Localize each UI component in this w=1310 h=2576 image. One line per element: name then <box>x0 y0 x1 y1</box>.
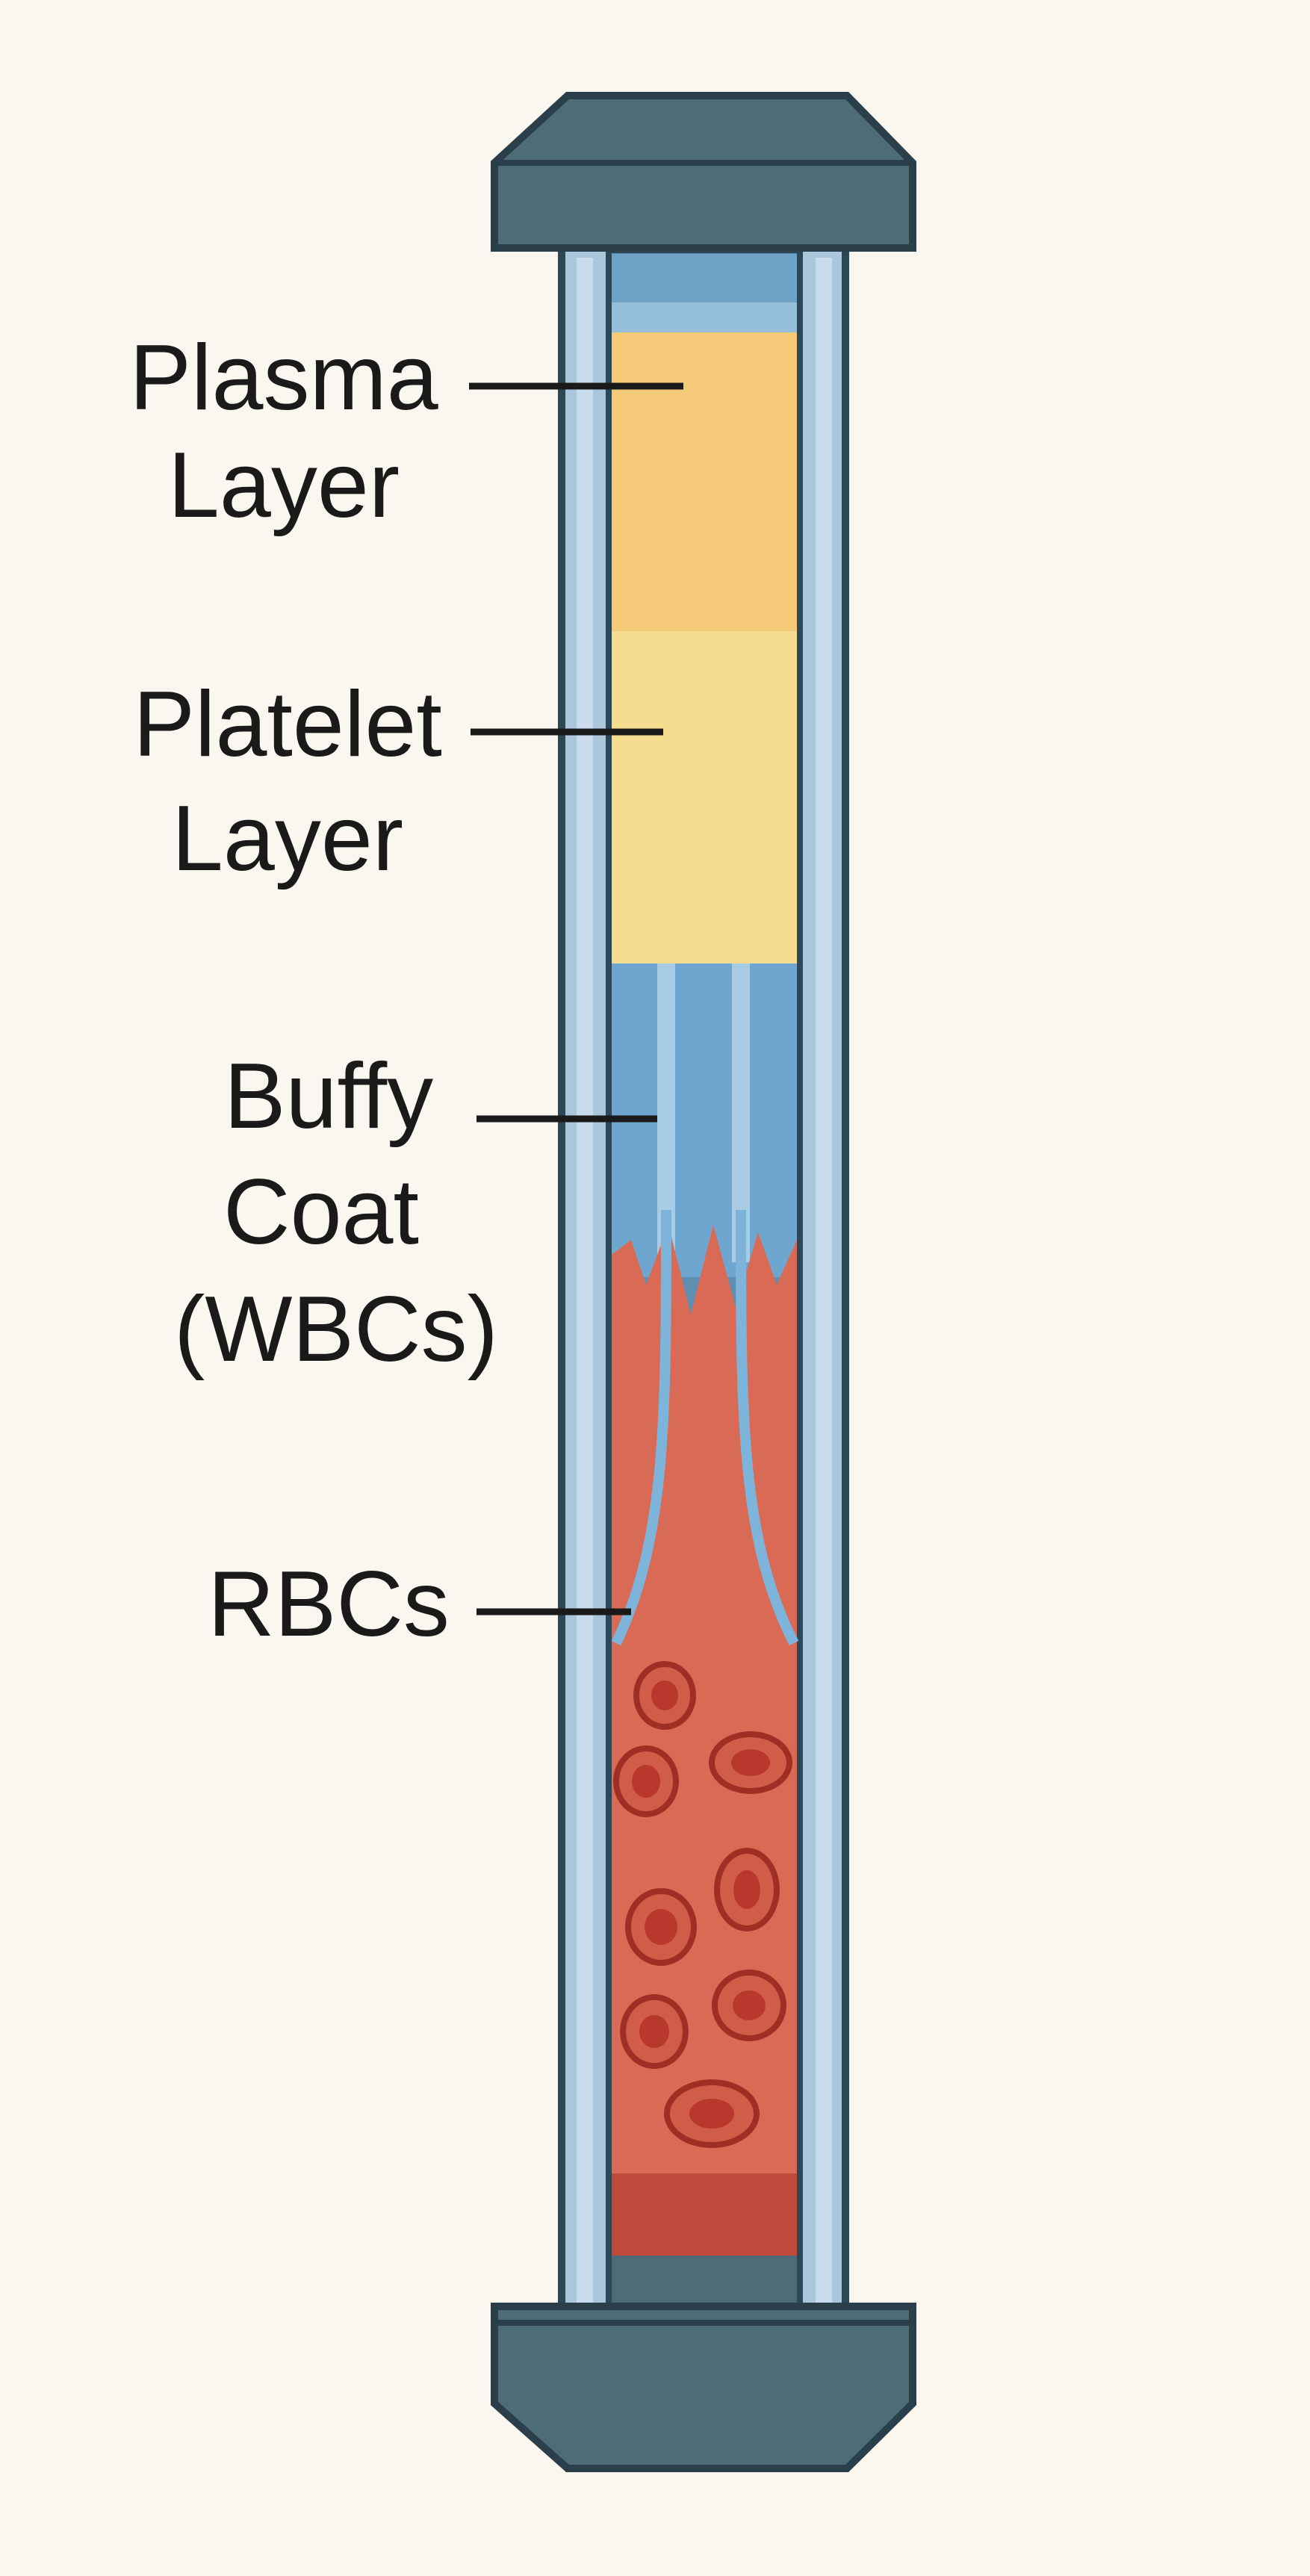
tube-headspace-meniscus <box>612 302 797 332</box>
buffy-label-line2: Coat <box>223 1161 419 1264</box>
tube-bottom-gap <box>612 2256 797 2308</box>
plasma-label-line1: Plasma <box>129 326 438 429</box>
rbc-label: RBCs <box>208 1553 450 1656</box>
tube-glass-highlight-left <box>577 258 593 2304</box>
buffy-label-line1: Buffy <box>224 1045 433 1148</box>
platelet-label-line2: Layer <box>172 787 403 890</box>
tube-bottom-cap <box>491 2303 916 2472</box>
plasma-label-line2: Layer <box>168 434 400 537</box>
buffy-coat-flow-line <box>611 1209 671 1646</box>
tube-glass-highlight-right <box>816 258 832 2304</box>
plasma-layer <box>612 332 797 631</box>
rbc-bottom-band <box>612 2173 797 2256</box>
platelet-label-line1: Platelet <box>133 673 442 776</box>
tube-top-cap <box>491 92 916 252</box>
buffy-coat-flow-line <box>736 1209 799 1646</box>
red-blood-cell-centers <box>632 1680 770 2129</box>
platelet-layer <box>612 631 797 963</box>
buffy-label-line3: (WBCs) <box>174 1278 498 1381</box>
